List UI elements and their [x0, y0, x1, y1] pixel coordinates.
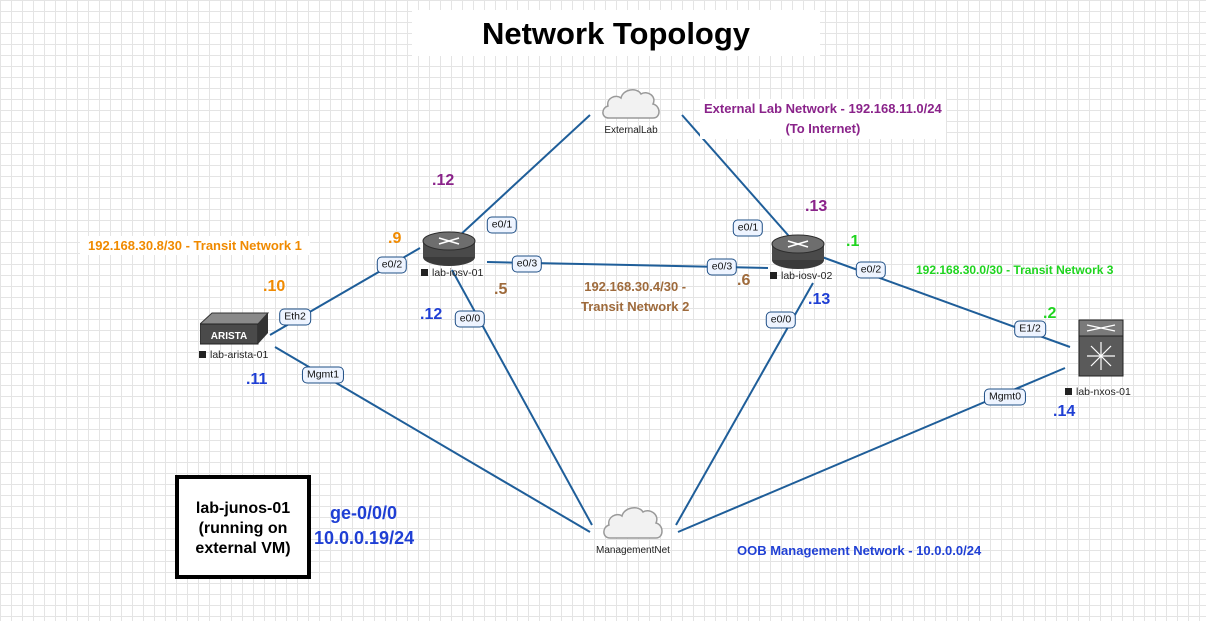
iface-iosv01-e0-2[interactable]: e0/2 — [376, 256, 408, 274]
arista-switch[interactable]: ARISTA — [198, 310, 270, 351]
router-icon — [771, 234, 825, 269]
transit3-label: 192.168.30.0/30 - Transit Network 3 — [916, 263, 1114, 277]
iface-nxos-mgmt0[interactable]: Mgmt0 — [983, 388, 1027, 406]
iface-iosv02-e0-1[interactable]: e0/1 — [732, 219, 764, 237]
iosv02-name: lab-iosv-02 — [770, 270, 832, 282]
ip-iosv01-mgmt: .12 — [420, 306, 443, 323]
ip-iosv02-external: .13 — [805, 198, 828, 215]
arista-logo: ARISTA — [211, 331, 247, 342]
ip-nxos-transit3: .2 — [1043, 305, 1057, 322]
cloud-icon — [602, 89, 660, 119]
iface-arista-eth2[interactable]: Eth2 — [279, 308, 311, 326]
transit1-label: 192.168.30.8/30 - Transit Network 1 — [80, 236, 310, 255]
iosv01-name: lab-iosv-01 — [421, 267, 483, 279]
external-network-line1: External Lab Network - 192.168.11.0/24 — [704, 101, 942, 116]
junos-device-box: lab-junos-01 (running on external VM) — [175, 475, 311, 579]
ip-iosv01-external: .12 — [432, 172, 455, 189]
ip-iosv02-transit2: .6 — [737, 272, 751, 289]
iface-iosv01-e0-1[interactable]: e0/1 — [486, 216, 518, 234]
junos-ip: 10.0.0.19/24 — [314, 528, 415, 548]
iface-iosv01-e0-3[interactable]: e0/3 — [511, 255, 543, 273]
oob-network-label: OOB Management Network - 10.0.0.0/24 — [737, 543, 982, 558]
transit2-line1: 192.168.30.4/30 - — [584, 279, 687, 294]
iface-nxos-e1-2[interactable]: E1/2 — [1014, 320, 1046, 338]
ip-iosv02-mgmt: .13 — [808, 291, 831, 308]
ip-arista-transit1: .10 — [263, 278, 286, 295]
nxos-name: lab-nxos-01 — [1065, 386, 1131, 398]
ip-iosv02-transit3: .1 — [846, 233, 860, 250]
ip-nxos-mgmt: .14 — [1053, 403, 1076, 420]
page-title: Network Topology — [481, 16, 751, 51]
external-cloud-name: ExternalLab — [604, 125, 658, 136]
external-network-label: External Lab Network - 192.168.11.0/24 (… — [700, 99, 946, 139]
ip-iosv01-transit1: .9 — [388, 230, 402, 247]
management-cloud-name: ManagementNet — [596, 545, 670, 556]
junos-port: ge-0/0/0 — [330, 503, 398, 523]
link-iosv01-externallab — [457, 114, 591, 238]
title-background — [412, 10, 820, 56]
iface-arista-mgmt1[interactable]: Mgmt1 — [301, 366, 345, 384]
iface-iosv02-e0-0[interactable]: e0/0 — [765, 311, 797, 329]
iosv02-router[interactable] — [770, 232, 826, 275]
link-iosv01-mgmt — [451, 269, 593, 526]
ip-iosv01-transit2: .5 — [494, 281, 508, 298]
external-network-line2: (To Internet) — [785, 121, 861, 136]
switch-icon: ARISTA — [198, 312, 270, 345]
cloud-icon — [603, 507, 663, 539]
iface-iosv02-e0-3[interactable]: e0/3 — [706, 258, 738, 276]
junos-line3: external VM) — [195, 540, 291, 557]
nxos-switch[interactable] — [1075, 318, 1125, 383]
ip-arista-mgmt: .11 — [246, 371, 268, 388]
iface-iosv02-e0-2[interactable]: e0/2 — [855, 261, 887, 279]
arista-name: lab-arista-01 — [199, 349, 268, 361]
junos-description: lab-junos-01 (running on external VM) — [179, 499, 307, 559]
external-cloud[interactable] — [599, 84, 663, 129]
management-cloud[interactable] — [600, 502, 666, 549]
transit2-line2: Transit Network 2 — [581, 299, 690, 314]
junos-line2: (running on — [198, 520, 288, 537]
nexus-switch-icon — [1078, 319, 1124, 377]
iosv01-router[interactable] — [421, 229, 477, 272]
junos-line1: lab-junos-01 — [195, 500, 291, 517]
iface-iosv01-e0-0[interactable]: e0/0 — [454, 310, 486, 328]
router-icon — [422, 231, 476, 266]
transit2-label: 192.168.30.4/30 - Transit Network 2 — [581, 277, 689, 317]
